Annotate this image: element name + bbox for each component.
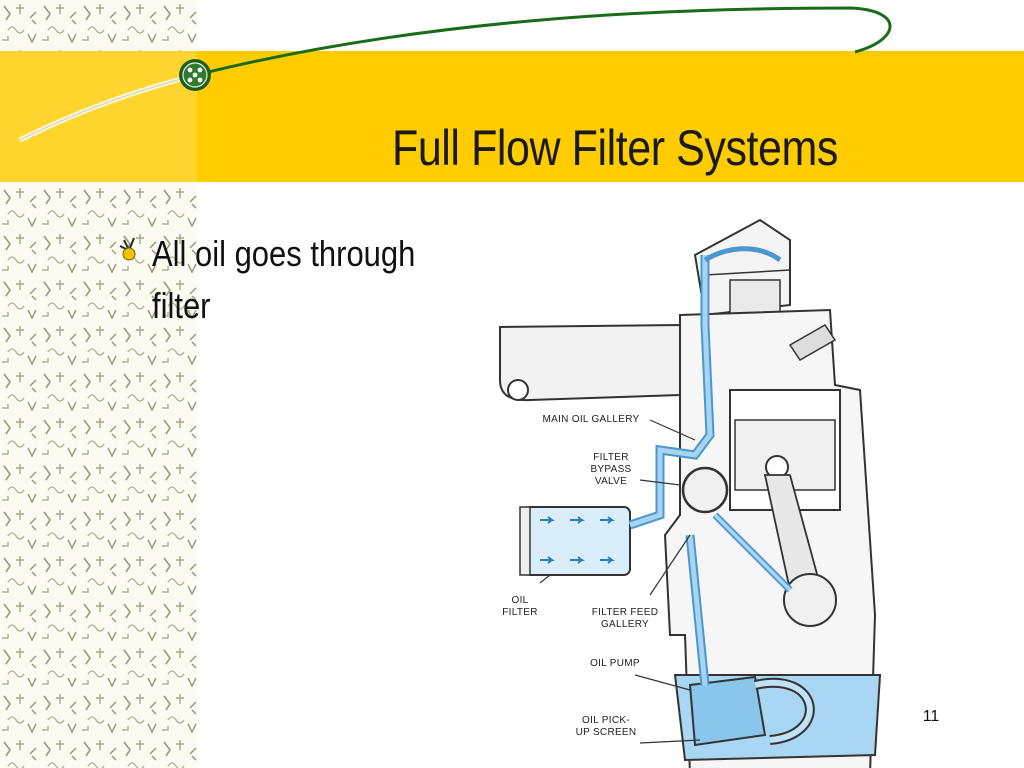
label-oil-filter: OIL FILTER bbox=[502, 595, 538, 618]
label-filter-feed-gallery: FILTER FEED GALLERY bbox=[591, 607, 659, 630]
engine-cutaway-drawing bbox=[499, 218, 882, 768]
engine-lubrication-diagram: MAIN OIL GALLERY FILTER BYPASS VALVE OIL… bbox=[490, 215, 890, 768]
label-oil-pump: OIL PUMP bbox=[590, 658, 640, 669]
page-number: 11 bbox=[922, 708, 940, 725]
slide-title: Full Flow Filter Systems bbox=[391, 120, 839, 176]
title-band-sidebar-overlay bbox=[0, 51, 197, 182]
label-main-oil-gallery: MAIN OIL GALLERY bbox=[542, 414, 640, 425]
yellow-sprout-bullet-icon bbox=[119, 237, 136, 261]
label-filter-bypass-valve: FILTER BYPASS VALVE bbox=[590, 452, 632, 487]
label-oil-pickup-screen: OIL PICK-UP SCREEN bbox=[575, 715, 637, 738]
bullet-text: All oil goes through filter bbox=[152, 233, 416, 326]
